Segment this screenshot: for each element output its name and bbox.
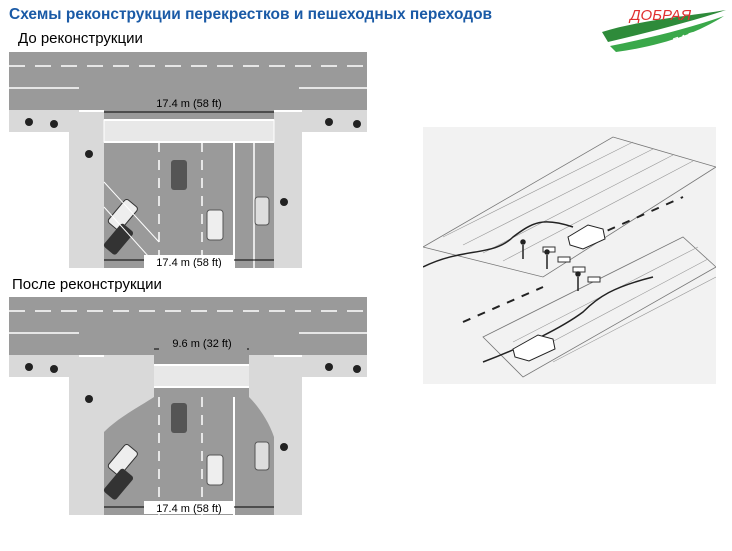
logo-text-bottom: ДАРОГА <box>667 21 722 52</box>
car-icon <box>206 209 224 241</box>
car-icon <box>171 160 187 190</box>
dimension-bottom: 17.4 m (58 ft) <box>156 257 221 268</box>
car-icon <box>254 441 270 471</box>
car-icon <box>103 468 134 500</box>
pedestrian-icon <box>520 239 581 291</box>
dimension-bottom: 17.4 m (58 ft) <box>156 503 221 515</box>
car-icon <box>512 334 556 362</box>
car-icon <box>254 196 270 226</box>
isometric-illustration <box>423 127 716 384</box>
car-icon <box>567 224 606 250</box>
car-icon <box>107 199 138 231</box>
plan-before-reconstruction: 17.4 m (58 ft) 17.4 m (58 ft) <box>9 52 367 268</box>
car-icon <box>107 444 138 476</box>
logo-text-top: ДОБРАЯ <box>628 7 692 24</box>
logo: ДОБРАЯ ДАРОГА <box>602 7 726 52</box>
dimension-top: 9.6 m (32 ft) <box>172 338 231 350</box>
after-label: После реконструкции <box>12 276 162 293</box>
car-icon <box>206 454 224 486</box>
before-label: До реконструкции <box>18 30 143 47</box>
dimension-top: 17.4 m (58 ft) <box>156 98 221 110</box>
car-icon <box>171 403 187 433</box>
page-title: Схемы реконструкции перекрестков и пешех… <box>9 6 493 23</box>
plan-after-reconstruction: 9.6 m (32 ft) 17.4 m (58 ft) <box>9 297 367 515</box>
